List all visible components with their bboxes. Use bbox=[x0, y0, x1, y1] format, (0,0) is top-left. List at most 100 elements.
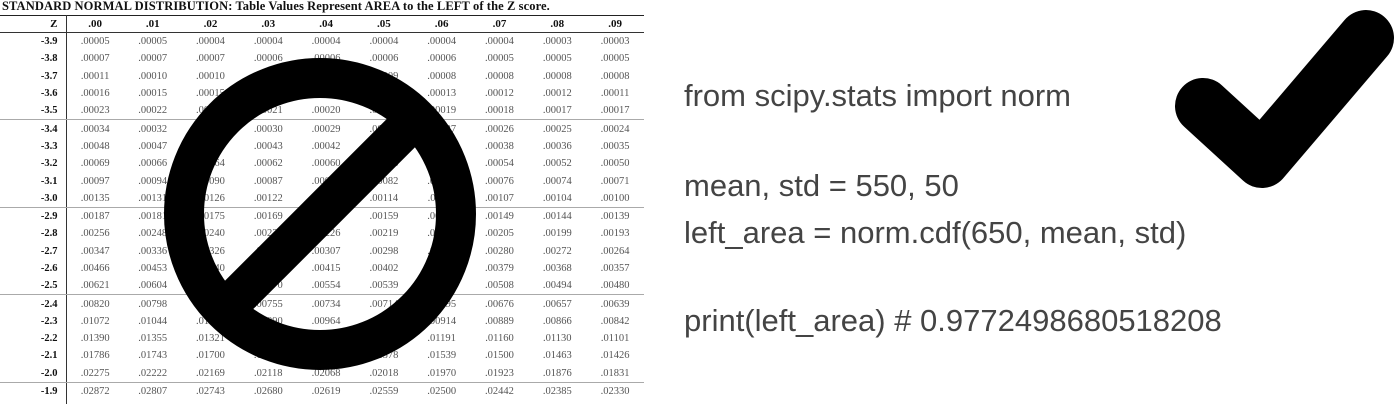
area-cell: .00005 bbox=[485, 53, 514, 65]
z-value-cell: -2.2 bbox=[0, 330, 67, 348]
z-value-cell: -2.0 bbox=[0, 364, 67, 383]
area-cell: .00008 bbox=[485, 70, 514, 82]
area-cell: .01876 bbox=[528, 364, 587, 383]
area-cell: .00090 bbox=[196, 175, 225, 187]
z-value-cell: -2.4 bbox=[0, 294, 67, 313]
area-cell: .00025 bbox=[542, 123, 572, 135]
area-cell: .00050 bbox=[600, 158, 630, 170]
area-cell: .00076 bbox=[485, 175, 514, 187]
area-cell: .00219 bbox=[369, 228, 399, 240]
area-cell: .02559 bbox=[369, 386, 399, 398]
area-cell: .02872 bbox=[80, 386, 110, 398]
decimal-column-header: .02 bbox=[181, 15, 240, 33]
area-cell: .01191 bbox=[427, 333, 456, 345]
area-cell: .00087 bbox=[253, 175, 283, 187]
area-cell: .00298 bbox=[369, 245, 399, 257]
area-cell: .02275 bbox=[66, 364, 124, 383]
area-cell: .01786 bbox=[80, 350, 110, 362]
z-value-cell: -3.8 bbox=[0, 50, 67, 68]
z-value-cell: -3.1 bbox=[0, 172, 67, 190]
area-cell: .00755 bbox=[253, 298, 283, 310]
area-cell: .00554 bbox=[297, 277, 355, 296]
z-value-cell: -3.3 bbox=[0, 137, 67, 156]
prohibition-ring bbox=[164, 58, 476, 370]
area-cell: .00013 bbox=[427, 88, 457, 100]
area-cell: .00020 bbox=[297, 102, 355, 121]
z-value-cell: -2.8 bbox=[0, 225, 67, 243]
area-cell: .00010 bbox=[138, 70, 168, 82]
decimal-column-header: .00 bbox=[66, 15, 124, 33]
code-line-params: mean, std = 550, 50 bbox=[684, 168, 959, 203]
area-cell: .02118 bbox=[239, 364, 298, 383]
area-cell: .00026 bbox=[485, 123, 514, 135]
area-cell: .00015 bbox=[196, 88, 225, 100]
decimal-column-header: .03 bbox=[239, 15, 298, 33]
z-value-cell: -2.1 bbox=[0, 347, 67, 365]
area-cell: .00048 bbox=[80, 140, 110, 152]
area-cell: .00326 bbox=[196, 245, 225, 257]
z-column-header: Z bbox=[0, 15, 67, 33]
area-cell: .00029 bbox=[311, 123, 341, 135]
decimal-column-header: .06 bbox=[412, 15, 471, 33]
area-cell: .00047 bbox=[138, 140, 168, 152]
area-cell: .01130 bbox=[543, 333, 572, 345]
area-cell: .00233 bbox=[253, 228, 283, 240]
area-cell: .00082 bbox=[369, 175, 399, 187]
z-value-cell: -3.5 bbox=[0, 102, 67, 121]
area-cell: .00017 bbox=[528, 102, 587, 121]
area-cell: .00011 bbox=[600, 88, 630, 100]
area-cell: .00074 bbox=[542, 175, 572, 187]
area-cell: .02169 bbox=[181, 364, 240, 383]
area-cell: .00820 bbox=[80, 298, 110, 310]
z-value-cell: -2.3 bbox=[0, 312, 67, 331]
area-cell: .02442 bbox=[485, 386, 514, 398]
z-value-cell: -3.2 bbox=[0, 155, 67, 173]
area-cell: .00539 bbox=[354, 277, 413, 296]
table-row: -2.7.00347.00336.00326.00317.00307.00298… bbox=[0, 242, 644, 260]
area-cell: .00022 bbox=[123, 102, 182, 121]
area-cell: .00024 bbox=[600, 123, 630, 135]
area-cell: .00272 bbox=[542, 245, 572, 257]
area-cell: .00015 bbox=[138, 88, 168, 100]
area-cell: .00005 bbox=[542, 53, 572, 65]
z-value-cell: -3.7 bbox=[0, 67, 67, 85]
area-cell: .00060 bbox=[311, 158, 341, 170]
area-cell: .00187 bbox=[80, 211, 110, 223]
area-cell: .00264 bbox=[600, 245, 630, 257]
area-cell: .00181 bbox=[138, 211, 168, 223]
area-cell: .00036 bbox=[542, 140, 572, 152]
area-cell: .02222 bbox=[123, 364, 182, 383]
area-cell: .00604 bbox=[123, 277, 182, 296]
area-cell: .00122 bbox=[239, 189, 298, 208]
area-cell: .00256 bbox=[80, 228, 110, 240]
area-cell: .02743 bbox=[196, 386, 225, 398]
area-cell: .01463 bbox=[542, 350, 572, 362]
area-cell: .00357 bbox=[600, 263, 630, 274]
area-cell: .00480 bbox=[586, 277, 644, 296]
z-value-cell: -2.9 bbox=[0, 207, 67, 226]
decimal-column-header: .05 bbox=[354, 15, 413, 33]
area-cell: .00071 bbox=[600, 175, 630, 187]
area-cell: .01160 bbox=[485, 333, 514, 345]
area-cell: .00114 bbox=[354, 189, 413, 208]
area-cell: .00004 bbox=[253, 36, 283, 48]
area-cell: .00248 bbox=[138, 228, 168, 240]
area-cell: .01355 bbox=[138, 333, 168, 345]
area-cell: .00144 bbox=[542, 211, 572, 223]
checkmark-stroke bbox=[1175, 10, 1394, 188]
area-cell: .00914 bbox=[427, 315, 457, 327]
area-cell: .00402 bbox=[369, 263, 399, 274]
area-cell: .00017 bbox=[586, 102, 644, 121]
area-cell: .00347 bbox=[80, 245, 110, 257]
decimal-column-header: .07 bbox=[470, 15, 529, 33]
z-value-cell: -2.5 bbox=[0, 277, 67, 296]
area-cell: .02018 bbox=[354, 364, 413, 383]
z-value-cell: -3.6 bbox=[0, 84, 67, 103]
area-cell: .01831 bbox=[586, 364, 644, 383]
area-cell: .01743 bbox=[138, 350, 168, 362]
area-cell: .00052 bbox=[542, 158, 572, 170]
area-cell: .00097 bbox=[80, 175, 110, 187]
area-cell: .00035 bbox=[600, 140, 630, 152]
